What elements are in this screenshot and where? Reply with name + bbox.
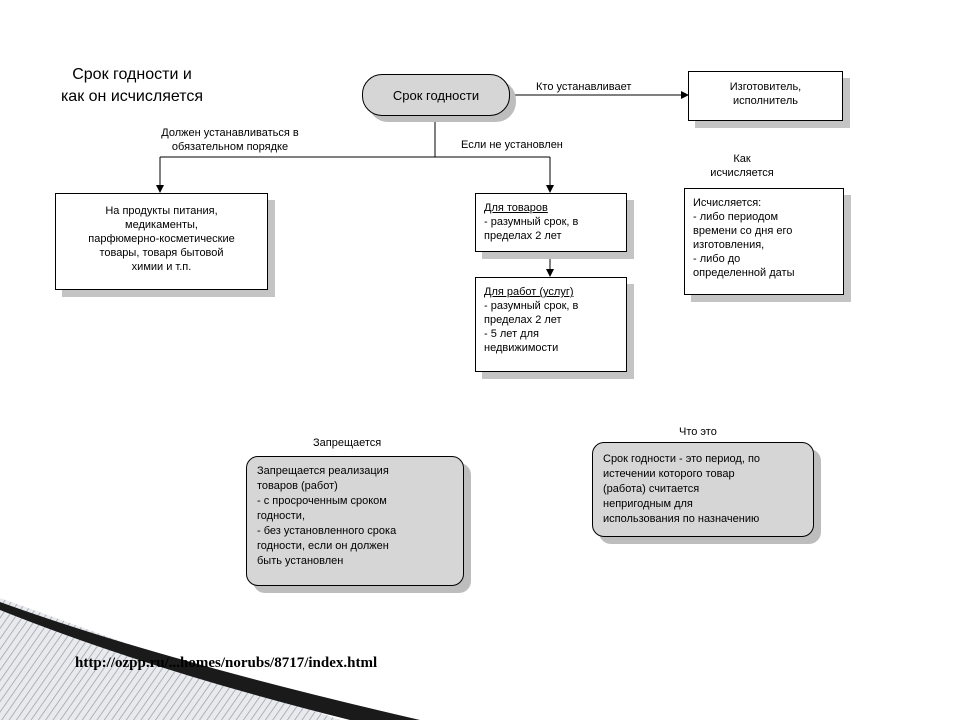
works-box: Для работ (услуг) - разумный срок, в пре… — [475, 277, 627, 372]
page-title: Срок годности и как он исчисляется — [60, 66, 204, 105]
goods-heading: Для товаров — [484, 202, 548, 214]
forbidden-text: Запрещается реализация товаров (работ) -… — [257, 465, 397, 567]
footer-url: http://ozpp.ru/...homes/norubs/8717/inde… — [75, 655, 378, 671]
manufacturer-box: Изготовитель, исполнитель — [688, 71, 843, 121]
forbidden-box: Запрещается реализация товаров (работ) -… — [246, 456, 464, 586]
goods-box: Для товаров - разумный срок, в пределах … — [475, 193, 627, 252]
calc-box: Исчисляется: - либо периодом времени со … — [684, 188, 844, 295]
label-must-set: Должен устанавливаться в обязательном по… — [161, 127, 299, 153]
products-box: На продукты питания, медикаменты, парфюм… — [55, 193, 268, 290]
label-if-not-set: Если не установлен — [461, 139, 563, 151]
products-text: На продукты питания, медикаменты, парфюм… — [88, 205, 235, 273]
label-how-calc: Как исчисляется — [710, 153, 774, 179]
definition-box: Срок годности - это период, по истечении… — [592, 442, 814, 537]
definition-text: Срок годности - это период, по истечении… — [603, 453, 761, 525]
goods-text: - разумный срок, в пределах 2 лет — [484, 216, 579, 242]
manufacturer-text: Изготовитель, исполнитель — [729, 81, 802, 107]
label-forbidden: Запрещается — [313, 437, 382, 449]
works-text: - разумный срок, в пределах 2 лет - 5 ле… — [484, 300, 579, 354]
calc-text: Исчисляется: - либо периодом времени со … — [693, 197, 795, 279]
works-heading: Для работ (услуг) — [484, 286, 574, 298]
label-who-sets: Кто устанавливает — [536, 81, 632, 93]
center-node: Срок годности — [362, 74, 510, 116]
label-what-is: Что это — [679, 426, 717, 438]
